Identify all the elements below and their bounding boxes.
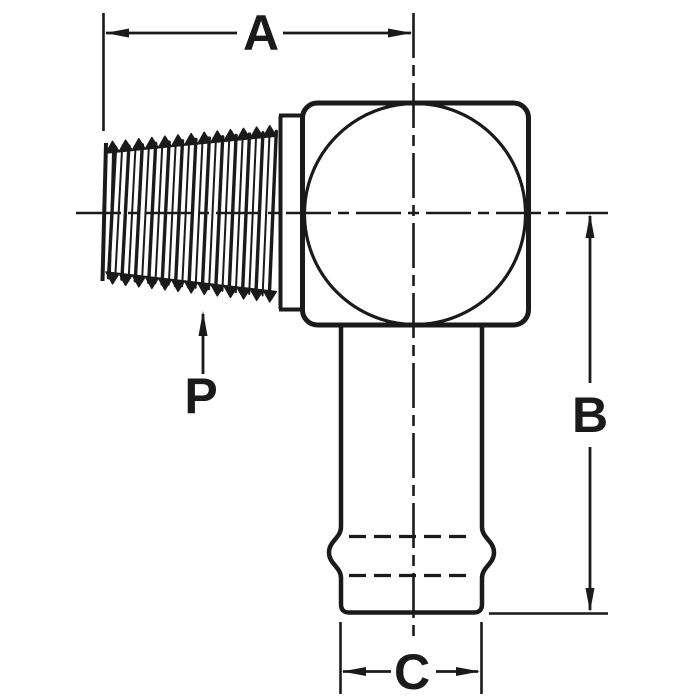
thread-hatch-line [106, 145, 118, 280]
thread-hatch-line [240, 132, 252, 295]
dimension-c: C [339, 622, 483, 700]
dim-a-arrow-left-icon [105, 28, 129, 38]
thread-hatch-line [167, 140, 177, 286]
thread-hatch-line [141, 143, 150, 283]
thread-hatch-line [127, 144, 137, 281]
callout-p-arrow-up-icon [198, 311, 208, 336]
thread-hatch-line [248, 132, 258, 295]
elbow-body [300, 100, 531, 328]
thread-hatch-line [120, 144, 131, 281]
thread-callout-p: P [184, 311, 218, 424]
thread-hatch-line [208, 136, 217, 291]
thread-hatch-line [146, 141, 158, 284]
hose-barb-stem [326, 327, 497, 615]
thread-hatch-line [114, 145, 124, 280]
male-pipe-thread [100, 125, 278, 303]
barb-stem-outline [326, 327, 497, 615]
thread-hatch-line [267, 129, 278, 298]
thread-hatch-line [227, 133, 238, 294]
dim-label-p: P [184, 368, 217, 424]
body-inscribed-circle [302, 101, 528, 327]
dim-b-arrow-down-icon [585, 588, 595, 612]
thread-runout-collar [278, 113, 303, 312]
dimension-a: A [102, 5, 412, 131]
thread-hatch-line [133, 143, 145, 283]
dim-label-b: B [572, 387, 608, 443]
dim-c-arrow-left-icon [342, 667, 366, 676]
thread-hatch-line [154, 141, 164, 285]
thread-hatch-line [261, 131, 271, 297]
thread-hatch-line [194, 137, 204, 289]
thread-hatch-line [213, 135, 225, 292]
dim-b-arrow-up-icon [585, 214, 595, 238]
dim-a-arrow-right-icon [388, 28, 412, 38]
dim-c-arrow-right-icon [456, 667, 480, 676]
thread-hatch-line [200, 136, 212, 291]
thread-hatch-line [173, 139, 185, 288]
thread-hatch-line [187, 137, 198, 289]
thread-end-edge [100, 142, 108, 282]
thread-hatch-line [234, 133, 244, 294]
thread-hatch-line [254, 131, 265, 297]
dim-label-c: C [394, 644, 430, 700]
dimension-b: B [489, 214, 608, 615]
thread-hatch-line [181, 139, 191, 288]
dim-label-a: A [243, 5, 279, 61]
thread-hatch-line [160, 140, 171, 286]
thread-hatch-line [221, 135, 231, 292]
